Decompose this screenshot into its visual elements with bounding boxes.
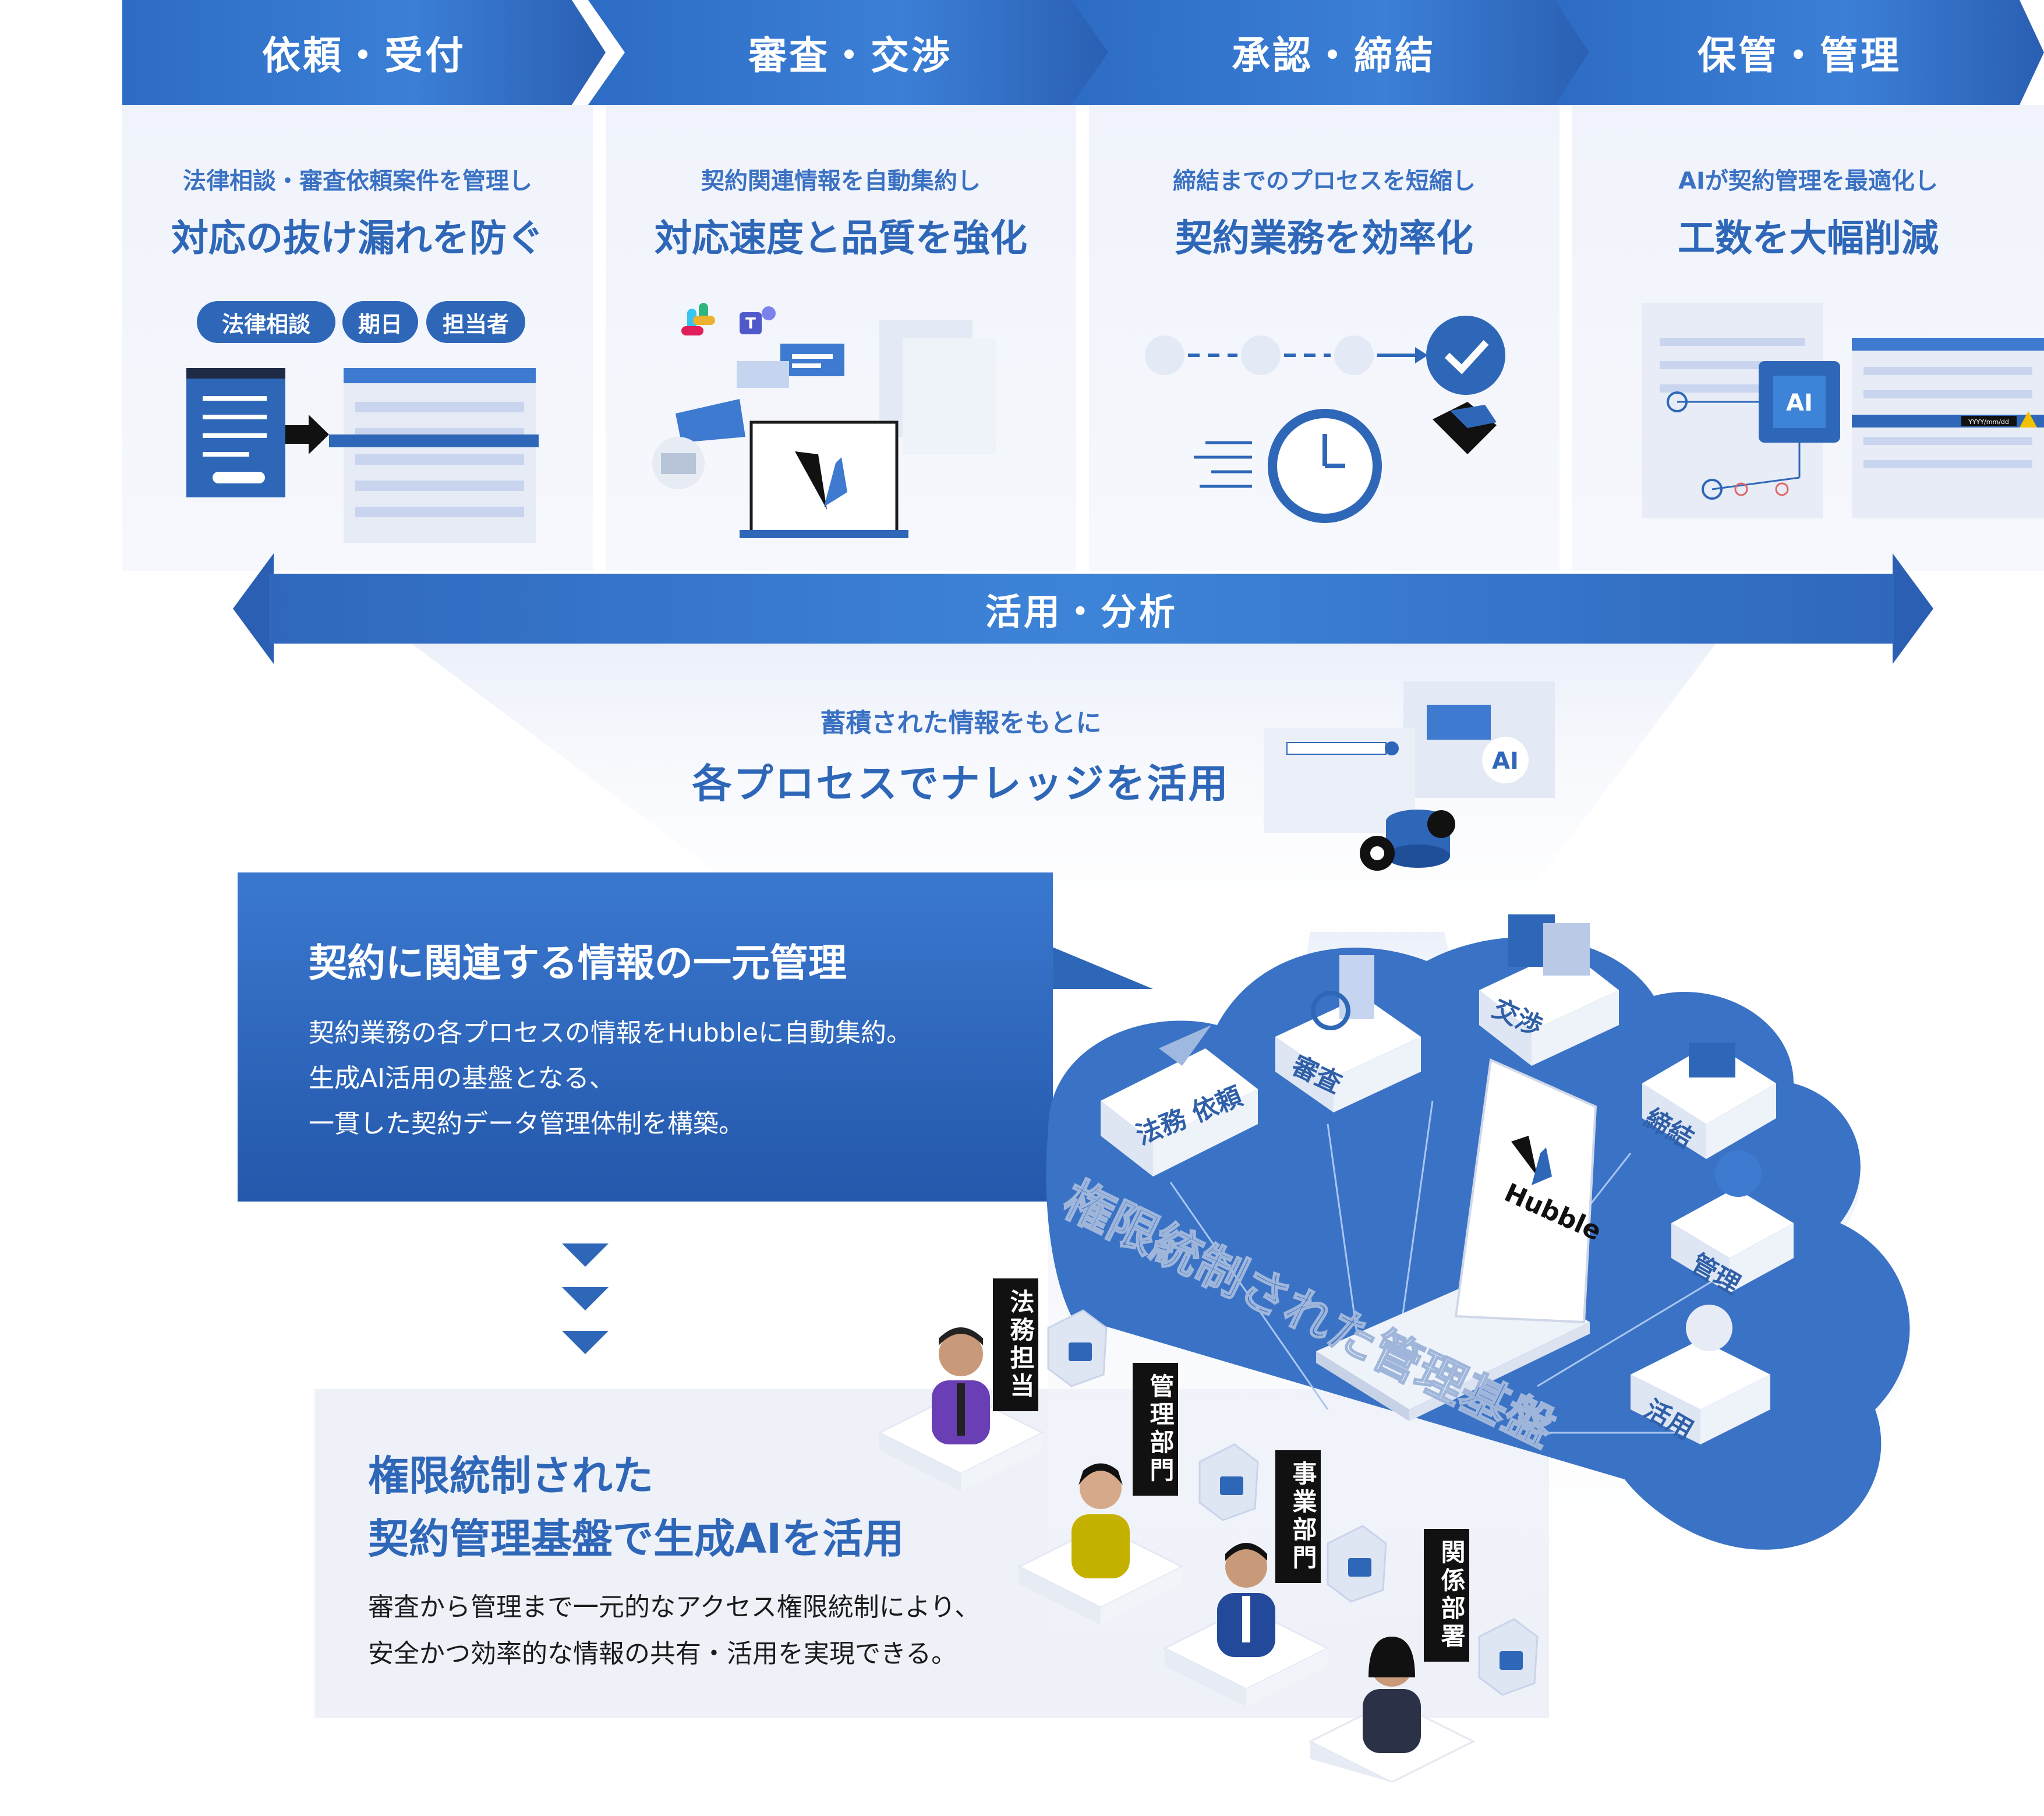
warning-icon xyxy=(2020,411,2037,427)
stage-subtitle: 契約関連情報を自動集約し xyxy=(701,168,981,195)
utilization-analysis-band: 活用・分析 xyxy=(269,574,1894,644)
tag-legal-consult: 法律相談 xyxy=(197,301,335,343)
svg-text:T: T xyxy=(745,315,756,333)
handshake-icon xyxy=(1433,402,1497,454)
governance-body-line1: 審査から管理まで一元的なアクセス権限統制により、 xyxy=(368,1592,981,1622)
stage-title: 承認・締結 xyxy=(1232,33,1435,78)
user-business xyxy=(1162,1543,1330,1707)
module-utilization: 活用 xyxy=(1631,1305,1770,1446)
teams-icon: T xyxy=(740,306,776,334)
info-box xyxy=(238,872,1053,1202)
cloud-platform: 法務 依頼 審査 交渉 締結 管理 活用 xyxy=(1046,914,1910,1666)
stage-tab-2: 審査・交渉 xyxy=(588,0,1112,105)
governance-body-line2: 安全かつ効率的な情報の共有・活用を実現できる。 xyxy=(368,1639,957,1669)
department-users xyxy=(877,1309,1539,1782)
hubble-laptop: Hubble xyxy=(1316,1058,1606,1421)
collaboration-illustration: T xyxy=(652,303,996,538)
stage-title: 保管・管理 xyxy=(1698,33,1901,78)
band-label: 活用・分析 xyxy=(985,591,1177,633)
dept-tag-related: 関係部署 xyxy=(1424,1529,1469,1662)
module-negotiation: 交渉 xyxy=(1479,914,1619,1066)
tag-due-date: 期日 xyxy=(342,301,418,343)
governance-body: 審査から管理まで一元的なアクセス権限統制により、 安全かつ効率的な情報の共有・活… xyxy=(368,1584,980,1677)
ai-management-illustration: YYYY/mm/dd AI xyxy=(1642,303,2044,518)
date-format-label: YYYY/mm/dd xyxy=(1968,418,2009,426)
stage-tab-1: 依頼・受付 xyxy=(122,0,606,105)
stage-headline: 工数を大幅削減 xyxy=(1678,217,1939,260)
user-related xyxy=(1308,1637,1476,1782)
stage-tab-3: 承認・締結 xyxy=(1071,0,1596,105)
slack-icon xyxy=(681,303,715,335)
stage-tab-4: 保管・管理 xyxy=(1555,0,2044,105)
tag-assignee: 担当者 xyxy=(426,301,525,343)
band-arrow-heads xyxy=(233,553,1933,664)
stage-title: 審査・交渉 xyxy=(748,33,952,78)
knowledge-subtitle: 蓄積された情報をもとに xyxy=(820,708,1102,738)
down-arrows xyxy=(562,1243,609,1354)
user-legal xyxy=(877,1327,1045,1491)
governance-title-line1: 権限統制された xyxy=(368,1452,653,1500)
dept-tag-legal: 法務担当 xyxy=(993,1278,1038,1411)
stage-subtitle: AIが契約管理を最適化し xyxy=(1678,168,1938,195)
stage-headline: 対応の抜け漏れを防ぐ xyxy=(171,217,544,260)
info-body: 契約業務の各プロセスの情報をHubbleに自動集約。 生成AI活用の基盤となる、… xyxy=(309,1018,913,1139)
approval-illustration xyxy=(1145,316,1505,523)
ai-bubble-label: AI xyxy=(1492,748,1519,775)
user-admin xyxy=(1017,1463,1184,1625)
governance-title: 権限統制された 契約管理基盤で生成AIを活用 xyxy=(368,1444,904,1570)
intake-form-illustration xyxy=(186,368,539,543)
dept-tag-admin: 管理部門 xyxy=(1133,1363,1178,1496)
stage-headline: 契約業務を効率化 xyxy=(1175,217,1473,260)
stage-subtitle: 法律相談・審査依頼案件を管理し xyxy=(183,168,532,195)
module-review: 審査 xyxy=(1275,955,1421,1112)
stage-headline: 対応速度と品質を強化 xyxy=(655,217,1027,260)
governance-title-line2: 契約管理基盤で生成AIを活用 xyxy=(368,1515,904,1563)
stage-subtitle: 締結までのプロセスを短縮し xyxy=(1173,168,1476,195)
knowledge-illustration: AI xyxy=(1264,681,1555,871)
module-signing: 締結 xyxy=(1639,1043,1776,1159)
stage-title: 依頼・受付 xyxy=(262,33,466,78)
module-management: 管理 xyxy=(1671,1150,1794,1300)
ai-chip-label: AI xyxy=(1786,390,1813,416)
knowledge-headline: 各プロセスでナレッジを活用 xyxy=(692,761,1230,807)
info-title: 契約に関連する情報の一元管理 xyxy=(309,941,847,985)
module-request: 法務 依頼 xyxy=(1101,1025,1258,1176)
dept-tag-business: 事業部門 xyxy=(1275,1450,1321,1583)
